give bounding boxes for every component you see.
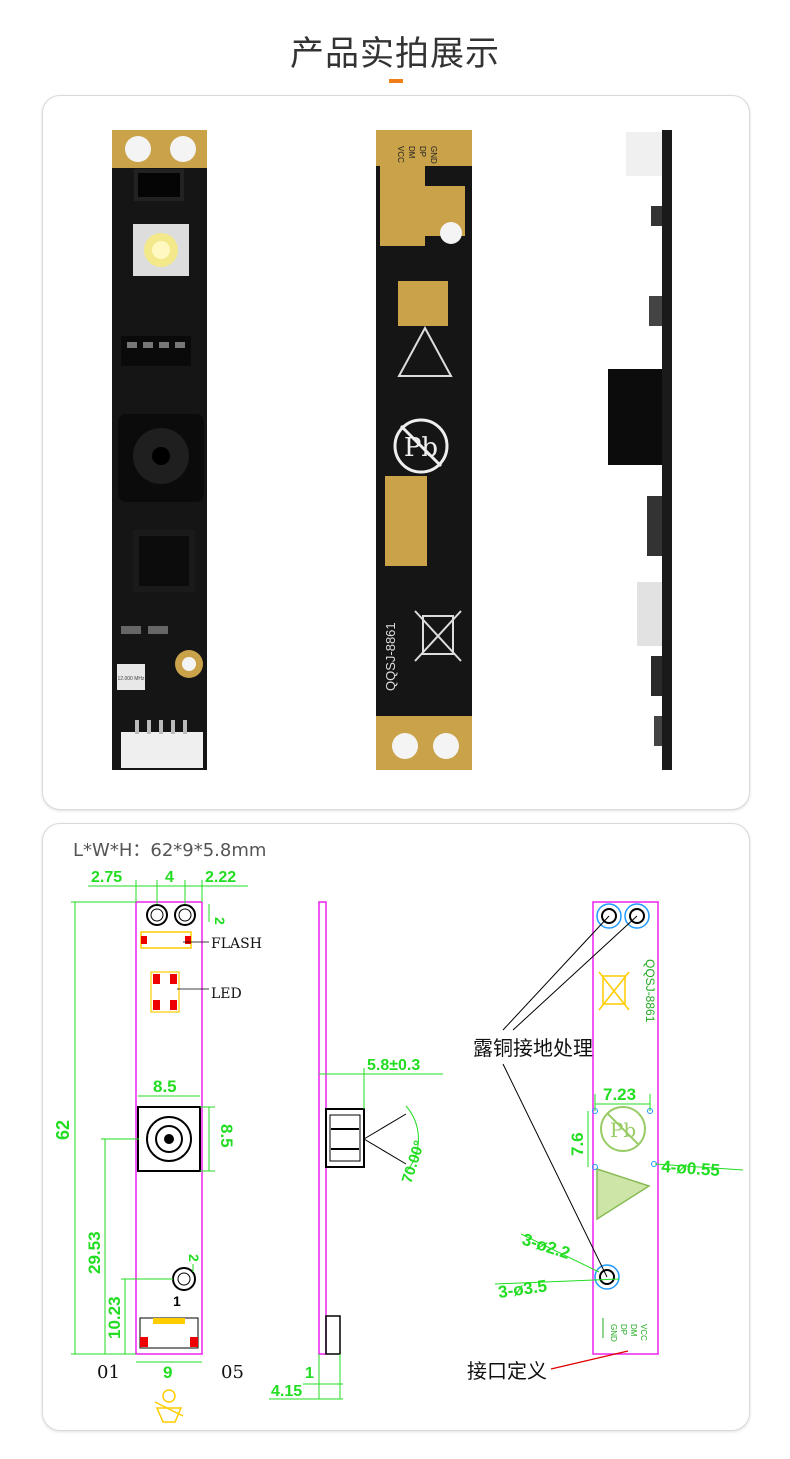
side-outline xyxy=(318,901,327,1355)
dim-top-right: 2.22 xyxy=(205,869,236,886)
page-title: 产品实拍展示 xyxy=(290,34,500,74)
dim-top-mid: 4 xyxy=(165,869,174,886)
product-photos: 12.000 MHz VCC DM DP GND Pb xyxy=(112,130,672,770)
back-pin-gnd: GND xyxy=(609,1324,618,1342)
dim-total: 4.15 xyxy=(271,1383,302,1400)
dim-hole: 2 xyxy=(212,917,228,925)
dimensions-label: L*W*H：62*9*5.8mm xyxy=(73,840,267,861)
back-pin-vcc: VCC xyxy=(639,1324,648,1341)
pin-label-dm: DM xyxy=(407,146,416,159)
back-silkscreen-drawing: QQSJ-8861 xyxy=(643,959,657,1023)
drawing-panel: L*W*H：62*9*5.8mm FLASH LED xyxy=(42,823,750,1431)
hole-small-spec: 4-ø0.55 xyxy=(661,1157,721,1180)
technical-drawing: FLASH LED 1 xyxy=(53,869,744,1423)
dim-logo-h: 7.6 xyxy=(568,1132,587,1156)
pin-label-gnd: GND xyxy=(429,146,438,164)
board-front-photo: 12.000 MHz xyxy=(112,130,207,770)
pb-free-icon xyxy=(393,418,449,474)
dim-lens-pos: 29.53 xyxy=(85,1231,104,1274)
crystal-text: 12.000 MHz xyxy=(118,676,145,682)
interface-definition-label: 接口定义 xyxy=(467,1359,547,1383)
pin-label-dp: DP xyxy=(418,146,427,157)
board-side-photo xyxy=(608,130,672,770)
dim-hole2: 2 xyxy=(186,1254,202,1262)
pin-label-vcc: VCC xyxy=(396,146,405,163)
dim-length: 62 xyxy=(53,1120,73,1140)
cartoon-mascot-icon xyxy=(154,1389,184,1423)
led-label: LED xyxy=(211,986,242,1002)
label-05: 05 xyxy=(221,1362,244,1383)
back-pin-dm: DM xyxy=(629,1324,638,1337)
dim-height: 5.8±0.3 xyxy=(367,1057,420,1074)
hole-outer-spec: 3-ø3.5 xyxy=(497,1276,548,1302)
svg-text:Pb: Pb xyxy=(610,1118,636,1142)
front-view: FLASH LED 1 xyxy=(53,869,262,1423)
dim-lens-w: 8.5 xyxy=(153,1077,177,1096)
dim-logo-w: 7.23 xyxy=(603,1085,636,1104)
back-pin-dp: DP xyxy=(619,1324,628,1335)
copper-ground-label: 露铜接地处理 xyxy=(473,1036,593,1060)
pb-free-icon: Pb xyxy=(600,1106,646,1152)
esd-triangle-icon xyxy=(596,1167,651,1221)
dim-conn-pos: 10.23 xyxy=(105,1296,124,1339)
photo-panel: 12.000 MHz VCC DM DP GND Pb xyxy=(42,95,750,810)
hole-inner-spec: 3-ø2.2 xyxy=(520,1230,573,1263)
dim-width: 9 xyxy=(163,1363,172,1382)
dim-lens-h: 8.5 xyxy=(217,1124,236,1148)
recycle-bin-icon xyxy=(598,971,630,1011)
label-01: 01 xyxy=(97,1362,120,1383)
back-view: QQSJ-8861 Pb VCC DM DP GND xyxy=(467,901,744,1383)
back-outline xyxy=(592,901,659,1355)
front-outline xyxy=(135,901,203,1355)
esd-triangle-icon xyxy=(397,325,453,377)
side-view: 70.00° 5.8±0.3 1 4.15 xyxy=(269,901,443,1400)
dim-pcb: 1 xyxy=(305,1365,314,1382)
board-back-photo: VCC DM DP GND Pb QQSJ-8861 xyxy=(376,130,472,770)
recycle-bin-icon xyxy=(414,610,462,662)
title-accent-bar xyxy=(389,79,403,83)
flash-label: FLASH xyxy=(211,936,262,952)
dim-top-left: 2.75 xyxy=(91,869,122,886)
back-silkscreen: QQSJ-8861 xyxy=(383,622,398,691)
pin1-label: 1 xyxy=(173,1293,181,1309)
